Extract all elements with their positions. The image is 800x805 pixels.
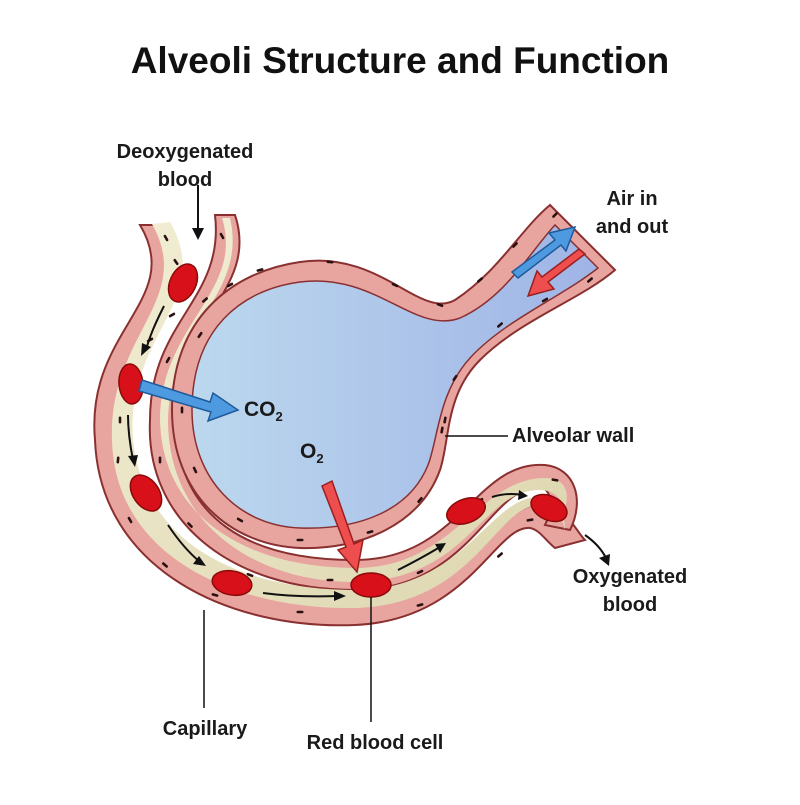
cell-nucleus bbox=[127, 516, 133, 524]
o2-label: O2 bbox=[300, 440, 324, 466]
cell-nucleus bbox=[256, 268, 264, 272]
flow-arrow bbox=[584, 534, 607, 559]
oxygenated-blood-label: Oxygenated blood bbox=[550, 563, 710, 619]
o2-arrow bbox=[321, 479, 365, 574]
cell-nucleus bbox=[541, 297, 549, 303]
cell-nucleus bbox=[366, 530, 374, 534]
co2-subscript: 2 bbox=[275, 409, 283, 425]
air-in-out-label: Air in and out bbox=[572, 185, 692, 241]
wall-nuclei bbox=[116, 212, 594, 614]
cell-nucleus bbox=[197, 331, 203, 339]
cell-nucleus bbox=[586, 277, 594, 283]
red-blood-cells bbox=[118, 263, 568, 598]
cell-nucleus bbox=[440, 426, 444, 434]
cell-nucleus bbox=[161, 562, 169, 568]
cell-nucleus bbox=[526, 518, 534, 522]
flow-arrowhead bbox=[128, 455, 138, 467]
oxygenated-line-1: Oxygenated bbox=[572, 566, 688, 588]
cell-nucleus bbox=[496, 552, 504, 558]
cell-nucleus bbox=[180, 406, 184, 414]
cell-nucleus bbox=[158, 456, 162, 464]
flow-arrowhead bbox=[141, 343, 151, 356]
leader-lines bbox=[203, 435, 508, 722]
oxygenated-line-2: blood bbox=[602, 594, 658, 616]
red-blood-cell-label: Red blood cell bbox=[306, 732, 444, 754]
flow-arrowhead bbox=[193, 556, 206, 566]
flow-arrow bbox=[397, 546, 441, 571]
alveolar-wall-label: Alveolar wall bbox=[512, 425, 635, 447]
co2-text: CO bbox=[244, 398, 276, 421]
co2-label: CO2 bbox=[244, 398, 283, 424]
air-out-arrow bbox=[526, 248, 587, 298]
cell-nucleus bbox=[236, 517, 244, 523]
cell-nucleus bbox=[416, 603, 424, 607]
flow-arrowhead bbox=[518, 490, 528, 500]
cell-nucleus bbox=[226, 282, 234, 288]
co2-arrow bbox=[138, 379, 240, 423]
cell-nucleus bbox=[417, 496, 423, 504]
blood-flow-arrowheads bbox=[128, 228, 610, 601]
cell-nucleus bbox=[296, 538, 304, 542]
cell-nucleus bbox=[192, 466, 198, 474]
cell-nucleus bbox=[326, 260, 334, 264]
cell-nucleus bbox=[476, 277, 484, 283]
cell-nucleus bbox=[512, 242, 518, 248]
cell-nucleus bbox=[326, 578, 334, 582]
red-blood-cell bbox=[446, 497, 486, 525]
deoxygenated-blood-label: Deoxygenated blood bbox=[90, 138, 280, 194]
cell-nucleus bbox=[219, 232, 225, 240]
cell-nucleus bbox=[496, 322, 504, 328]
cell-nucleus bbox=[296, 610, 304, 614]
air-line-1: Air in bbox=[606, 188, 658, 210]
cell-nucleus bbox=[443, 416, 447, 424]
cell-nucleus bbox=[165, 356, 171, 364]
cell-nucleus bbox=[452, 374, 458, 382]
red-blood-cell bbox=[167, 263, 199, 303]
air-line-2: and out bbox=[595, 216, 669, 238]
cell-nucleus bbox=[552, 212, 558, 218]
cell-nucleus bbox=[416, 569, 424, 575]
cell-nucleus bbox=[551, 478, 559, 482]
air-in-arrow bbox=[510, 225, 577, 279]
red-blood-cell bbox=[530, 493, 568, 523]
capillary-label: Capillary bbox=[162, 718, 248, 740]
cell-nucleus bbox=[246, 572, 254, 578]
red-blood-cell bbox=[211, 569, 253, 597]
cell-nucleus bbox=[391, 282, 399, 288]
deoxygenated-line-1: Deoxygenated bbox=[116, 141, 254, 163]
page-title: Alveoli Structure and Function bbox=[130, 40, 670, 81]
flow-arrowhead bbox=[334, 591, 346, 601]
alveolus bbox=[170, 203, 617, 550]
cell-nucleus bbox=[201, 297, 209, 303]
cell-nucleus bbox=[187, 522, 193, 528]
deoxygenated-line-2: blood bbox=[157, 169, 213, 191]
cell-nucleus bbox=[163, 234, 169, 242]
o2-subscript: 2 bbox=[316, 451, 324, 467]
alveolus-air-space bbox=[191, 223, 600, 529]
cell-nucleus bbox=[173, 258, 179, 266]
cell-nucleus bbox=[118, 416, 122, 424]
red-blood-cell bbox=[350, 572, 392, 598]
cell-nucleus bbox=[116, 456, 120, 464]
red-blood-cell bbox=[129, 474, 163, 512]
flow-arrowhead bbox=[192, 228, 204, 240]
flow-arrow bbox=[262, 592, 339, 598]
flow-arrowhead bbox=[599, 554, 610, 566]
flow-arrowhead bbox=[435, 543, 446, 553]
o2-text: O bbox=[300, 440, 317, 463]
cell-nucleus bbox=[168, 312, 176, 318]
cell-nucleus bbox=[211, 593, 219, 597]
cell-nucleus bbox=[436, 302, 444, 308]
